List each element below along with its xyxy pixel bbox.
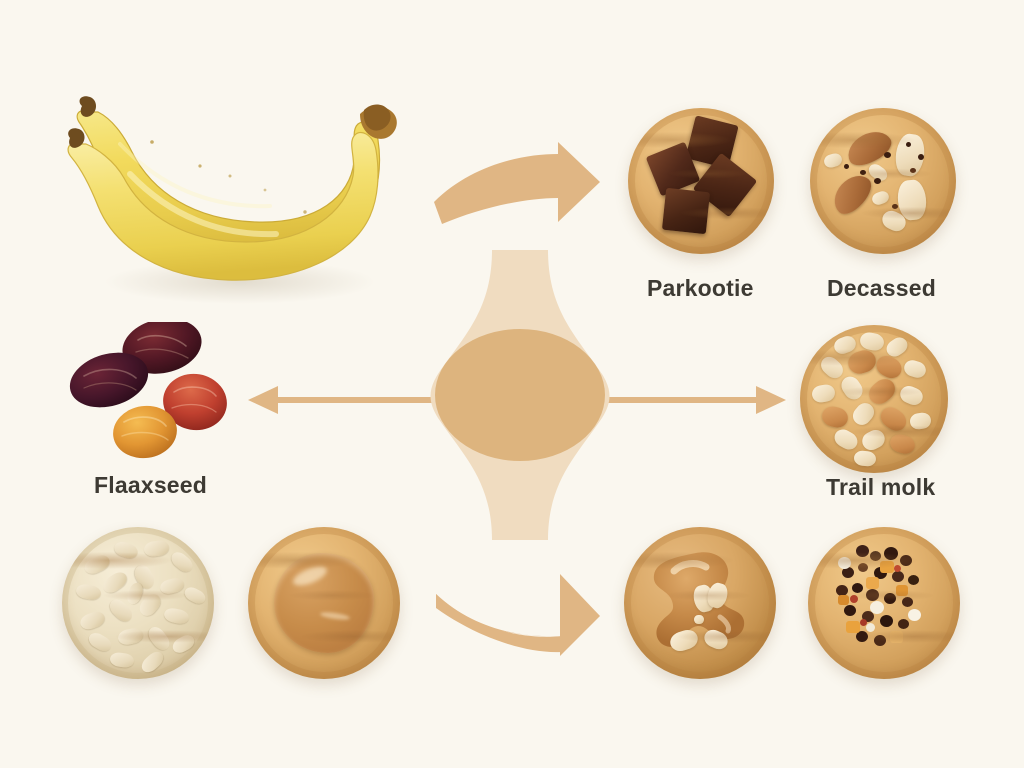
banana-illustration — [67, 96, 397, 304]
cookie-trail-mix — [808, 527, 960, 679]
oat-toppings — [62, 527, 214, 679]
trail-mix-toppings — [808, 527, 960, 679]
cookie-almond — [810, 108, 956, 254]
center-glyph — [420, 250, 620, 540]
peanut-toppings — [800, 325, 948, 473]
ingredient-bananas — [60, 70, 410, 310]
caramel-drizzle — [624, 527, 776, 679]
cookie-caramel — [248, 527, 400, 679]
arrow-bottom-right — [414, 572, 604, 672]
line-arrow-left-icon — [248, 386, 448, 414]
hourglass-shape — [430, 250, 610, 540]
label-parkootie: Parkootie — [647, 275, 754, 301]
chocolate-chunks — [628, 108, 774, 254]
cookie-chocolate-chunk — [628, 108, 774, 254]
cookie-caramel-peanut — [624, 527, 776, 679]
cookie-peanut — [800, 325, 948, 473]
label-trail-molk: Trail molk — [826, 474, 936, 500]
arrow-left — [248, 383, 448, 417]
almond-toppings — [810, 108, 956, 254]
block-arrow-icon — [434, 142, 600, 224]
label-flaaxseed: Flaaxseed — [94, 472, 208, 498]
block-arrow-icon — [436, 574, 600, 656]
arrow-top-right — [424, 140, 604, 240]
label-decassed: Decassed — [827, 275, 937, 301]
cookie-oat — [62, 527, 214, 679]
arrow-right — [586, 383, 786, 417]
caramel-center — [248, 527, 400, 679]
dried-fruit-illustration — [69, 318, 227, 459]
ingredient-dried-fruit — [62, 318, 242, 467]
line-arrow-right-icon — [586, 386, 786, 414]
